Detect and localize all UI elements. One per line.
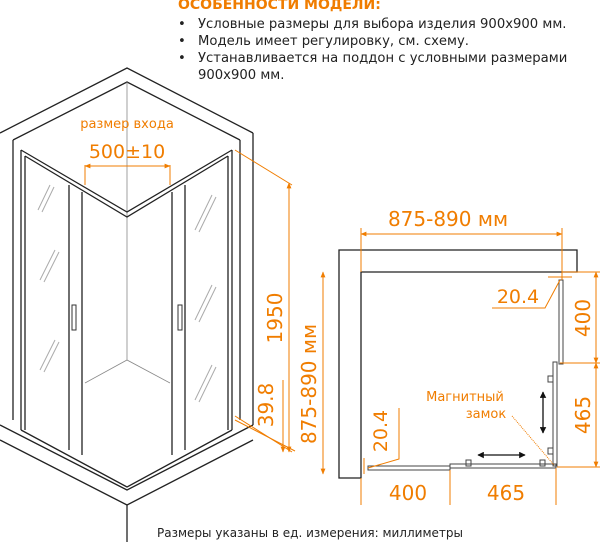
shower-cabin	[20, 149, 233, 488]
entry-size-label: размер входа	[80, 117, 174, 132]
bottom-left-dimension: 400	[389, 481, 427, 505]
magnetic-lock-label-2: замок	[466, 407, 507, 422]
bottom-right-dimension: 465	[487, 481, 525, 505]
door-handle-left	[71, 304, 77, 331]
plan-width-dimension: 875-890 мм	[388, 207, 508, 231]
right-lower-dimension: 465	[571, 396, 595, 434]
magnetic-lock-label: Магнитный	[426, 390, 504, 405]
iso-dimensions: размер входа 500±10 1950 39.8 875-890 мм	[80, 117, 326, 475]
entry-size-value: 500±10	[89, 141, 165, 163]
depth-dimension: 875-890 мм	[297, 324, 321, 444]
plan-dimensions: 875-890 мм 20.4 400 465 20.4 400 465 Маг…	[360, 207, 600, 505]
features-title: ОСОБЕННОСТИ МОДЕЛИ:	[178, 0, 381, 13]
feature-item: Условные размеры для выбора изделия 900х…	[176, 16, 600, 33]
plan-view: 875-890 мм 20.4 400 465 20.4 400 465 Маг…	[338, 207, 600, 505]
isometric-view: размер входа 500±10 1950 39.8 875-890 мм	[0, 67, 326, 542]
left-offset-dimension: 20.4	[370, 410, 392, 452]
top-offset-dimension: 20.4	[497, 286, 539, 308]
features-list: Условные размеры для выбора изделия 900х…	[176, 16, 600, 84]
feature-item: Модель имеет регулировку, см. схему.	[176, 33, 600, 50]
units-caption: Размеры указаны в ед. измерения: миллиме…	[157, 526, 463, 540]
walls	[0, 67, 254, 542]
feature-item: Устанавливается на поддон с условными ра…	[176, 50, 600, 84]
height-dimension: 1950	[263, 293, 287, 344]
door-handle-right	[177, 304, 183, 331]
base-height-dimension: 39.8	[254, 383, 278, 428]
right-upper-dimension: 400	[571, 299, 595, 337]
